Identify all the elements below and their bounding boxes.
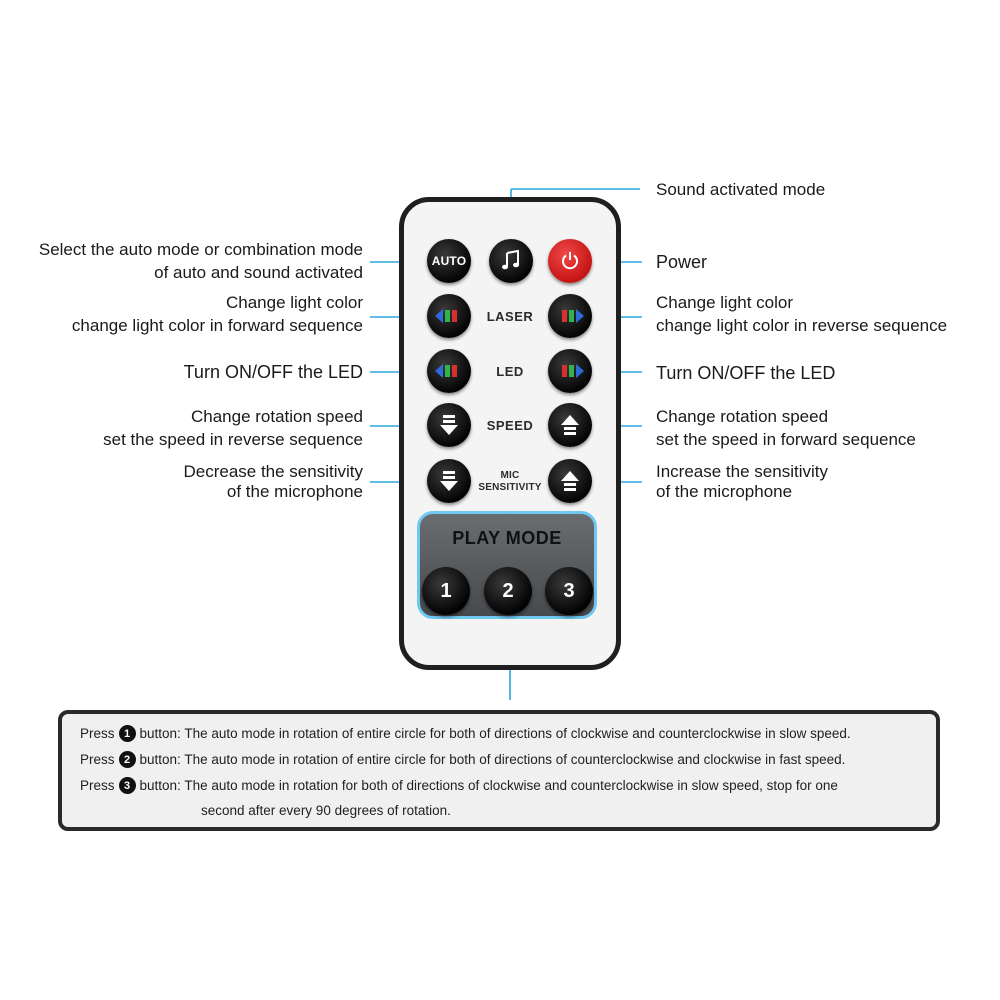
annotation-mic-right-line2: of the microphone xyxy=(656,482,793,501)
annotation-speed-right: Change rotation speed set the speed in f… xyxy=(656,405,916,451)
annotation-mic-right-line1: Increase the sensitivity xyxy=(656,462,828,481)
annotation-power: Power xyxy=(656,252,708,272)
rgb-left-icon xyxy=(435,309,457,323)
sound-mode-button[interactable] xyxy=(489,239,533,283)
press-label: Press xyxy=(80,778,115,794)
speed-up-button[interactable] xyxy=(548,403,592,447)
laser-reverse-button[interactable] xyxy=(548,294,592,338)
annotation-led-left: Turn ON/OFF the LED xyxy=(183,362,363,382)
down-arrow-icon xyxy=(440,471,458,491)
rgb-right-icon xyxy=(562,309,584,323)
description-row-3-continued: second after every 90 degrees of rotatio… xyxy=(201,803,451,818)
annotation-speed-left-line2: set the speed in reverse sequence xyxy=(103,430,363,449)
auto-button-label: AUTO xyxy=(431,254,467,268)
power-button[interactable] xyxy=(548,239,592,283)
annotation-speed-left-line1: Change rotation speed xyxy=(190,407,363,426)
annotation-laser-left: Change light color change light color in… xyxy=(72,291,363,337)
annotation-laser-right-line1: Change light color xyxy=(656,293,794,312)
mic-label-line2: SENSITIVITY xyxy=(478,482,542,493)
number-badge-1: 1 xyxy=(118,725,136,742)
annotation-speed-right-line2: set the speed in forward sequence xyxy=(656,430,916,449)
annotation-sound-mode: Sound activated mode xyxy=(656,180,826,199)
rgb-right-icon xyxy=(562,364,584,378)
mic-label-line1: MIC xyxy=(500,470,520,481)
annotation-speed-left: Change rotation speed set the speed in r… xyxy=(103,405,363,451)
annotation-led-right: Turn ON/OFF the LED xyxy=(656,363,836,383)
play-mode-title: PLAY MODE xyxy=(452,528,562,548)
annotation-mic-left-line1: Decrease the sensitivity xyxy=(183,462,363,481)
description-text-3: The auto mode in rotation for both of di… xyxy=(184,778,838,794)
number-badge-2: 2 xyxy=(118,751,136,768)
mic-down-button[interactable] xyxy=(427,459,471,503)
mic-up-button[interactable] xyxy=(548,459,592,503)
down-arrow-icon xyxy=(440,415,458,435)
up-arrow-icon xyxy=(561,471,579,491)
annotation-auto: Select the auto mode or combination mode… xyxy=(39,238,363,284)
button-label: button: xyxy=(139,726,181,742)
annotation-laser-right: Change light color change light color in… xyxy=(656,291,947,337)
annotation-speed-right-line1: Change rotation speed xyxy=(656,407,829,426)
annotation-auto-line2: of auto and sound activated xyxy=(154,263,363,282)
annotation-auto-line1: Select the auto mode or combination mode xyxy=(38,240,363,259)
button-label: button: xyxy=(139,752,181,768)
up-arrow-icon xyxy=(561,415,579,435)
power-icon xyxy=(562,252,578,270)
play-mode-button-3[interactable]: 3 xyxy=(545,567,593,615)
rgb-left-icon xyxy=(435,364,457,378)
speed-label: SPEED xyxy=(486,418,534,433)
led-label: LED xyxy=(496,364,524,379)
music-note-icon xyxy=(502,249,519,270)
auto-button[interactable]: AUTO xyxy=(427,239,471,283)
led-left-button[interactable] xyxy=(427,349,471,393)
annotation-mic-right: Increase the sensitivity of the micropho… xyxy=(656,462,828,502)
description-text-2: The auto mode in rotation of entire circ… xyxy=(184,752,846,768)
press-label: Press xyxy=(80,752,115,768)
annotation-mic-left: Decrease the sensitivity of the micropho… xyxy=(183,462,363,502)
mic-label: MIC SENSITIVITY xyxy=(470,470,550,494)
press-label: Press xyxy=(80,726,115,742)
annotation-laser-left-line1: Change light color xyxy=(225,293,363,312)
description-text-1: The auto mode in rotation of entire circ… xyxy=(184,726,851,742)
annotation-laser-right-line2: change light color in reverse sequence xyxy=(656,316,948,335)
speed-down-button[interactable] xyxy=(427,403,471,447)
button-label: button: xyxy=(139,778,181,794)
play-mode-button-1[interactable]: 1 xyxy=(422,567,470,615)
annotation-mic-left-line2: of the microphone xyxy=(226,482,363,501)
led-right-button[interactable] xyxy=(548,349,592,393)
laser-forward-button[interactable] xyxy=(427,294,471,338)
laser-label: LASER xyxy=(486,309,534,324)
number-badge-3: 3 xyxy=(118,777,136,794)
play-mode-button-2[interactable]: 2 xyxy=(484,567,532,615)
annotation-laser-left-line2: change light color in forward sequence xyxy=(71,316,363,335)
